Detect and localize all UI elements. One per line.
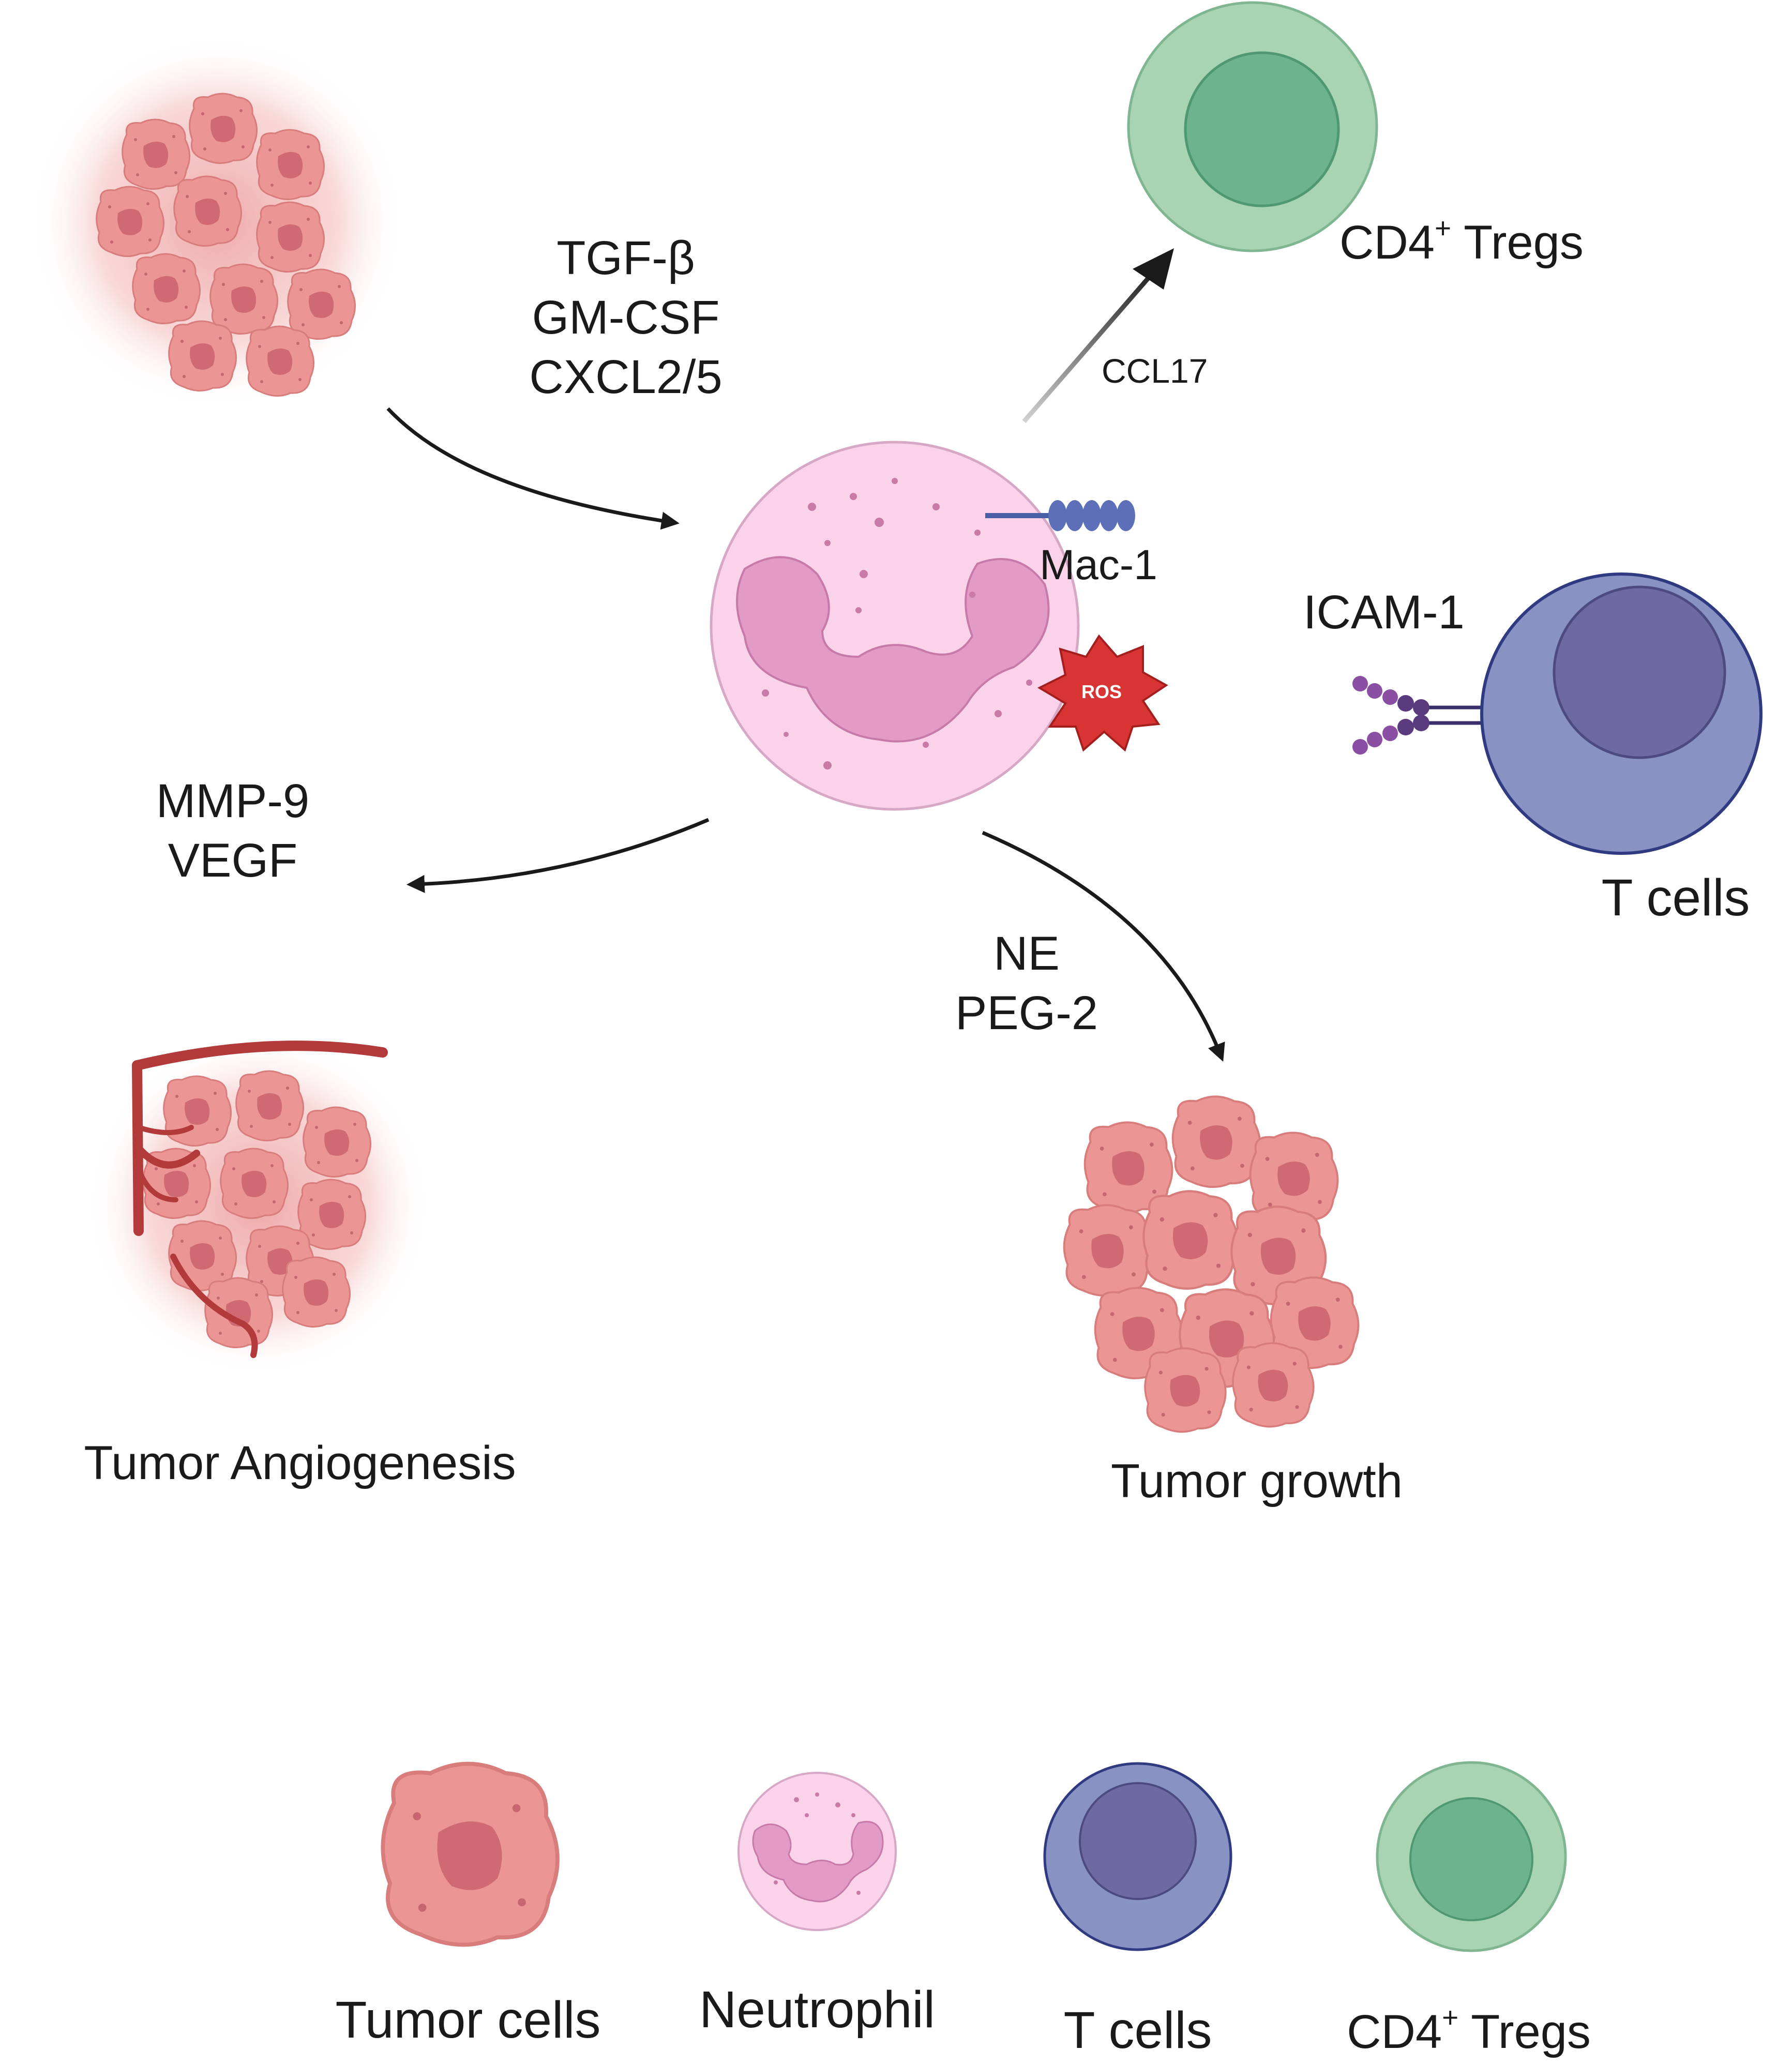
arrow-neutrophil-to-angiogenesis (406, 818, 710, 893)
signal-mmp9: MMP-9 (156, 775, 309, 827)
neutrophil-cell (710, 441, 1080, 811)
neutrophil-nucleus (736, 556, 1050, 743)
signal-vegf: VEGF (168, 834, 297, 887)
t-cells-label: T cells (1601, 869, 1750, 927)
arrowhead-to-tregs (1133, 248, 1174, 290)
angio-signals-label: MMP-9 VEGF (156, 775, 309, 887)
blood-vessels (132, 1041, 388, 1358)
signal-tgf-beta: TGF-β (556, 232, 695, 284)
legend-neutrophil-icon (737, 1772, 897, 1931)
tumor-growth-mass (1063, 1095, 1360, 1433)
legend-neutrophil-label: Neutrophil (699, 1981, 935, 2039)
tumor-mass-source (31, 36, 403, 409)
treg-cell-top (1127, 1, 1378, 252)
tumor-mass-angiogenesis (88, 1034, 429, 1376)
legend-treg-icon (1376, 1761, 1567, 1952)
legend-tumor-cell-icon (383, 1764, 558, 1945)
tumor-angiogenesis-label: Tumor Angiogenesis (84, 1437, 516, 1489)
legend-t-cells-label: T cells (1063, 2001, 1212, 2059)
arrow-neutrophil-to-tregs (1022, 265, 1161, 423)
signal-ne: NE (993, 927, 1060, 980)
signal-cxcl2-5: CXCL2/5 (529, 351, 722, 403)
growth-signals-label: NE PEG-2 (955, 927, 1098, 1039)
arrow-neutrophil-to-growth (982, 831, 1225, 1062)
legend: Tumor cells Neutrophil T cells CD4+ Treg… (335, 1761, 1591, 2059)
legend-treg-label: CD4+ Tregs (1347, 2001, 1591, 2058)
ccl17-label: CCL17 (1102, 352, 1208, 390)
treg-label-top: CD4+ Tregs (1339, 212, 1584, 269)
legend-t-cell-icon (1043, 1762, 1232, 1951)
tumor-growth-label: Tumor growth (1111, 1455, 1403, 1508)
ros-burst: ROS (1037, 634, 1168, 752)
signal-peg2: PEG-2 (955, 987, 1098, 1039)
t-cell-right (1480, 572, 1763, 855)
icam1-label: ICAM-1 (1303, 586, 1465, 639)
arrow-tumor-to-neutrophil (386, 407, 680, 530)
signal-gm-csf: GM-CSF (532, 291, 720, 344)
legend-tumor-cells-label: Tumor cells (335, 1991, 600, 2049)
mac1-receptor (985, 500, 1135, 531)
tumor-signals-label: TGF-β GM-CSF CXCL2/5 (529, 232, 722, 403)
mac1-label: Mac-1 (1040, 541, 1157, 589)
ros-label: ROS (1081, 681, 1122, 702)
